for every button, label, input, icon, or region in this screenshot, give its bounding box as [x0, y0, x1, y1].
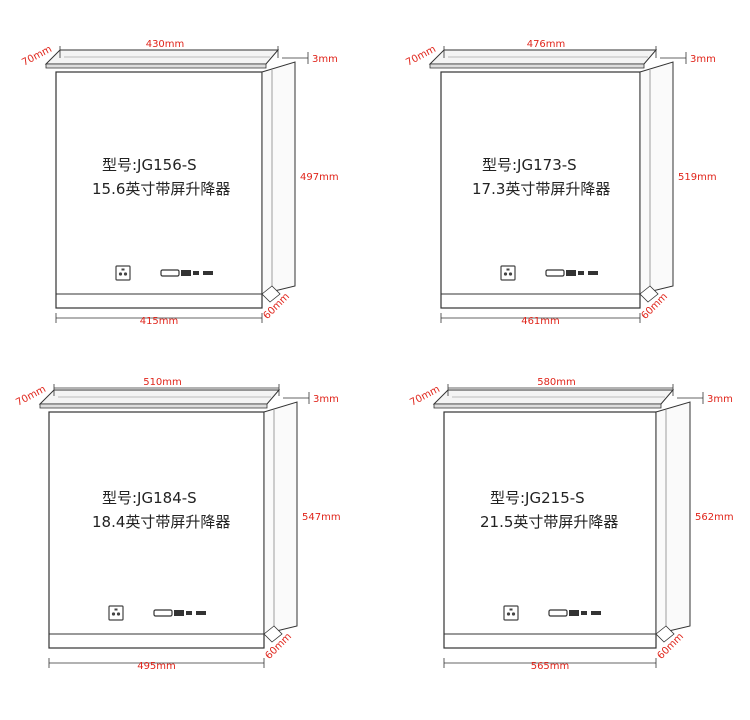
side-foot	[655, 625, 675, 643]
port-hdmi	[569, 610, 579, 616]
model-label: 型号:JG173-S	[482, 156, 577, 174]
bottom-width-label: 415mm	[140, 316, 179, 327]
cabinet-body	[48, 411, 265, 649]
height-label: 497mm	[300, 172, 339, 183]
socket-pin	[503, 272, 508, 276]
thickness-label: 3mm	[690, 54, 716, 65]
socket-pin	[511, 612, 516, 616]
description-label: 18.4英寸带屏升降器	[92, 513, 230, 531]
side-foot	[263, 625, 283, 643]
thickness-label: 3mm	[313, 394, 339, 405]
side-panel	[655, 401, 691, 635]
socket-pin	[509, 608, 513, 611]
power-socket-icon	[503, 605, 519, 621]
height-label: 562mm	[695, 512, 734, 523]
port-lan	[196, 611, 206, 615]
cabinet-body	[440, 71, 641, 309]
model-label: 型号:JG156-S	[102, 156, 197, 174]
description-label: 15.6英寸带屏升降器	[92, 180, 230, 198]
power-socket-icon	[115, 265, 131, 281]
lid-edge	[45, 63, 267, 69]
power-socket-icon	[108, 605, 124, 621]
port-lan	[588, 271, 598, 275]
socket-pin	[123, 272, 128, 276]
side-panel	[639, 61, 674, 295]
port-panel-icon	[548, 609, 568, 617]
height-label: 547mm	[302, 512, 341, 523]
side-foot	[261, 285, 281, 303]
port-hdmi	[174, 610, 184, 616]
side-panel	[261, 61, 296, 295]
thickness-label: 3mm	[312, 54, 338, 65]
top-width-label: 430mm	[146, 39, 185, 50]
description-label: 21.5英寸带屏升降器	[480, 513, 618, 531]
port-usb	[581, 611, 587, 615]
height-label: 519mm	[678, 172, 717, 183]
side-foot	[639, 285, 659, 303]
socket-pin	[121, 268, 125, 271]
port-panel-icon	[153, 609, 173, 617]
description-label: 17.3英寸带屏升降器	[472, 180, 610, 198]
model-label: 型号:JG215-S	[490, 489, 585, 507]
model-label: 型号:JG184-S	[102, 489, 197, 507]
side-panel	[263, 401, 298, 635]
socket-pin	[114, 608, 118, 611]
socket-pin	[506, 612, 511, 616]
port-hdmi	[181, 270, 191, 276]
top-width-label: 510mm	[143, 377, 182, 388]
top-width-label: 580mm	[537, 377, 576, 388]
socket-pin	[116, 612, 121, 616]
port-lan	[203, 271, 213, 275]
cabinet-body	[443, 411, 657, 649]
socket-pin	[111, 612, 116, 616]
cabinet-body	[55, 71, 263, 309]
lid-edge	[433, 403, 662, 409]
bottom-width-label: 565mm	[531, 661, 570, 672]
socket-pin	[118, 272, 123, 276]
power-socket-icon	[500, 265, 516, 281]
port-usb	[578, 271, 584, 275]
bottom-width-label: 495mm	[137, 661, 176, 672]
top-width-label: 476mm	[527, 39, 566, 50]
port-panel-icon	[160, 269, 180, 277]
thickness-label: 3mm	[707, 394, 733, 405]
port-usb	[193, 271, 199, 275]
socket-pin	[506, 268, 510, 271]
port-lan	[591, 611, 601, 615]
lid-edge	[429, 63, 645, 69]
socket-pin	[508, 272, 513, 276]
lid-edge	[39, 403, 268, 409]
bottom-width-label: 461mm	[521, 316, 560, 327]
port-usb	[186, 611, 192, 615]
port-hdmi	[566, 270, 576, 276]
port-panel-icon	[545, 269, 565, 277]
